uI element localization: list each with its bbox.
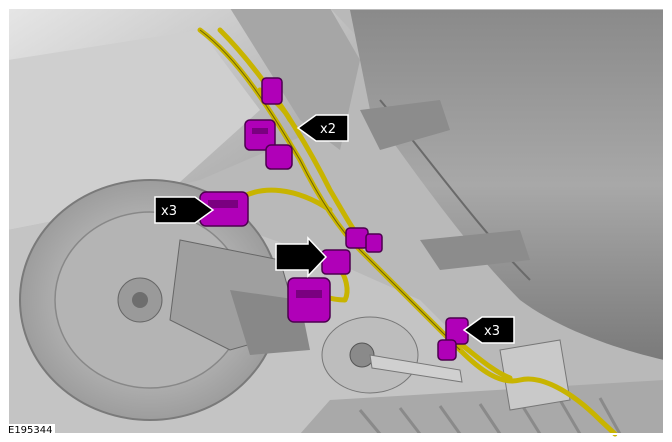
callout-x3-left: x3 [154,196,215,224]
mount-bolt [349,342,375,368]
figure-frame [7,7,665,435]
callout-x2-label: x2 [320,122,336,137]
harness-outline [199,29,461,351]
callout-arrow [275,236,328,278]
connector-f [321,249,351,275]
fuel-tank [350,10,664,360]
connector-g [345,227,369,249]
tank-strap-lower [420,230,530,270]
connector-h [365,233,383,253]
connector-c [265,144,293,170]
callout-x3-right-label: x3 [484,324,500,339]
wheel-center-hole [132,292,148,308]
floor-rib-lines [358,397,622,435]
figure-reference-code: E195344 [6,424,55,437]
tank-strap-upper [360,100,450,150]
connector-e [287,277,331,323]
connector-a [261,77,283,105]
callout-x3-right: x3 [462,316,515,344]
connector-shading [208,128,322,298]
callout-x3-left-label: x3 [161,204,177,219]
connector-b [244,119,276,151]
callout-x2: x2 [296,114,349,142]
floor-channel [8,30,260,230]
connector-j [437,339,457,361]
pipe-stub [369,354,463,383]
harness-bracket [499,339,571,411]
